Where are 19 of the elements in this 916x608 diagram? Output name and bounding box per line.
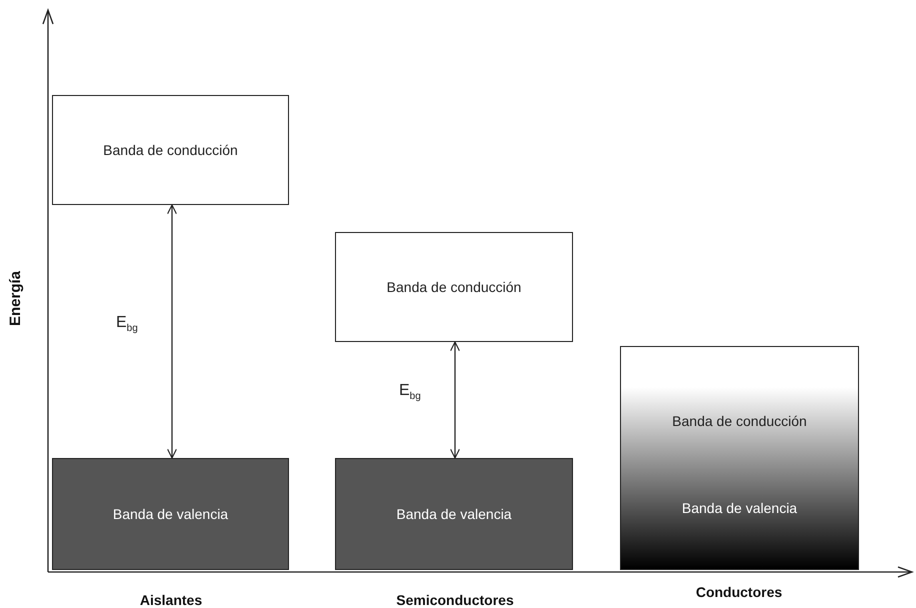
band-label: Banda de valencia: [112, 506, 228, 522]
axis-label: Energía: [7, 270, 24, 326]
category-label: Aislantes: [140, 592, 202, 608]
conduction-band-box: [52, 95, 289, 205]
conduction-band-box: [335, 232, 573, 342]
category-label: Semiconductores: [396, 592, 514, 608]
band-label: Banda de conducción: [386, 279, 522, 295]
band-label: Banda de valencia: [682, 500, 798, 516]
double-arrow: [166, 204, 178, 459]
overlapping-bands-box: [620, 346, 859, 570]
valence-band-box: [52, 458, 289, 570]
band-label: Banda de conducción: [103, 142, 238, 158]
valence-band-box: [335, 458, 573, 570]
edge-label: E$_{bg}$: [116, 314, 138, 334]
edge-label: E$_{bg}$: [399, 382, 421, 402]
double-arrow: [450, 341, 460, 459]
band-label: Banda de valencia: [396, 506, 512, 522]
category-label: Conductores: [696, 584, 782, 600]
band-label: Banda de conducción: [672, 412, 807, 428]
